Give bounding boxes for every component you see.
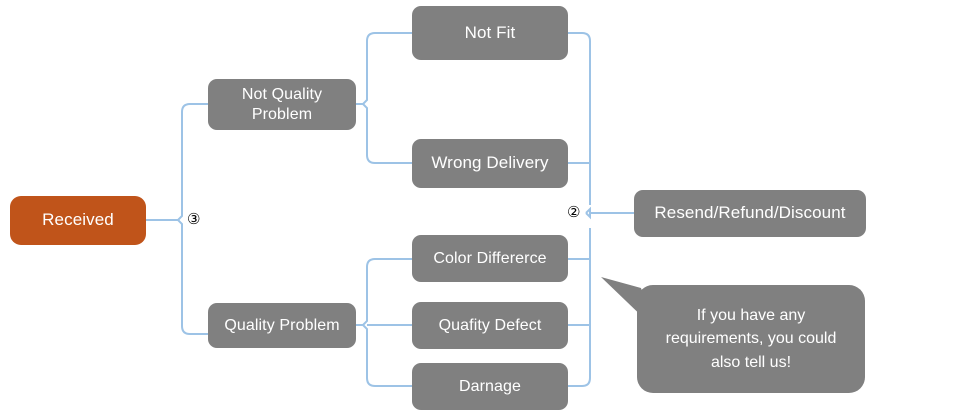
node-not-fit-label: Not Fit — [464, 22, 516, 42]
node-not-fit[interactable]: Not Fit — [412, 6, 568, 60]
node-not-quality-problem[interactable]: Not Quality Problem — [208, 79, 356, 130]
callout-bubble[interactable]: If you have any requirements, you could … — [637, 285, 865, 393]
callout-text: If you have any requirements, you could … — [665, 307, 837, 371]
connector-notfit-to-spine — [568, 32, 591, 205]
connector-qp-to-darnage — [362, 324, 412, 387]
connector-spine-junction-to-resolution — [585, 206, 634, 220]
connector-darnage-to-spine — [568, 228, 591, 387]
connector-split-bracket-left — [177, 103, 208, 221]
node-quality-problem-label: Quality Problem — [224, 316, 340, 334]
node-wrong-delivery[interactable]: Wrong Delivery — [412, 139, 568, 188]
node-darnage[interactable]: Darnage — [412, 363, 568, 410]
node-quafity-defect[interactable]: Quafity Defect — [412, 302, 568, 349]
node-received[interactable]: Received — [10, 196, 146, 245]
node-received-label: Received — [42, 210, 114, 230]
node-resend-refund-discount-label: Resend/Refund/Discount — [654, 203, 846, 223]
connector-split-bracket-left-lower — [177, 219, 208, 335]
node-color-differerce-label: Color Differerce — [433, 249, 547, 267]
node-quality-problem[interactable]: Quality Problem — [208, 303, 356, 348]
marker-branch-three-label: ③ — [187, 210, 201, 228]
node-wrong-delivery-label: Wrong Delivery — [431, 153, 549, 173]
node-resend-refund-discount[interactable]: Resend/Refund/Discount — [634, 190, 866, 237]
marker-branch-three: ③ — [187, 212, 200, 227]
node-color-differerce[interactable]: Color Differerce — [412, 235, 568, 282]
node-quafity-defect-label: Quafity Defect — [438, 316, 542, 334]
node-not-quality-problem-label: Not Quality Problem — [241, 85, 323, 123]
connector-nqp-to-wrongdelivery — [362, 103, 412, 164]
node-darnage-label: Darnage — [458, 377, 522, 395]
marker-branch-two: ② — [567, 205, 580, 220]
connector-qp-to-colordiff — [362, 258, 412, 326]
marker-branch-two-label: ② — [567, 203, 581, 221]
connector-nqp-to-notfit — [362, 32, 412, 105]
